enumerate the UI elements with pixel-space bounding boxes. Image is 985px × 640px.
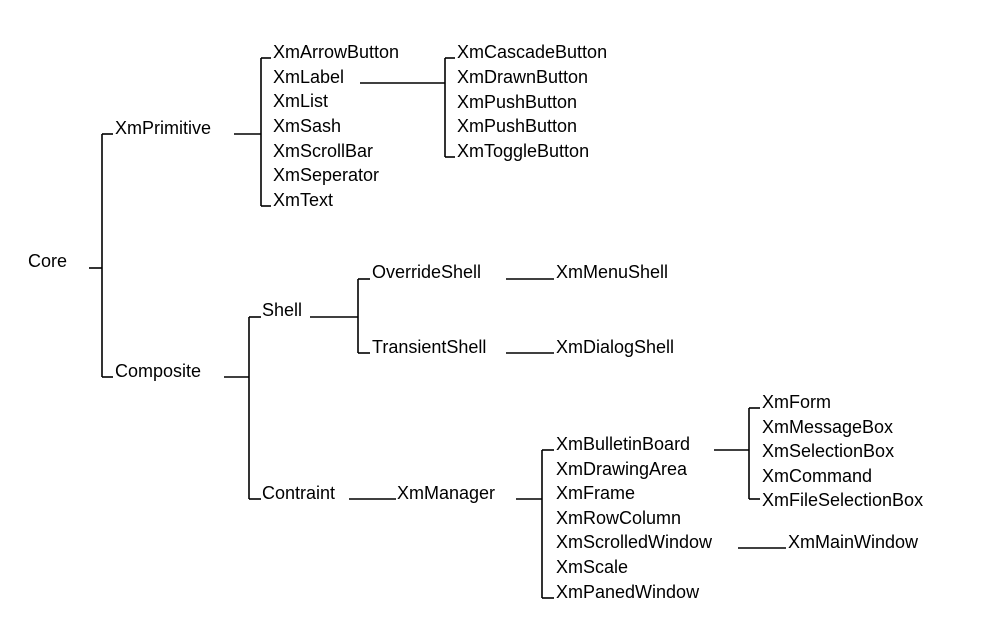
node-xm-bulletin-board: XmBulletinBoard xyxy=(556,434,691,455)
node-xm-message-box: XmMessageBox xyxy=(762,417,894,438)
node-xm-form: XmForm xyxy=(762,392,831,413)
node-override-shell: OverrideShell xyxy=(372,262,482,283)
node-xm-scale: XmScale xyxy=(556,557,629,578)
node-xm-text: XmText xyxy=(273,190,334,211)
node-xm-primitive: XmPrimitive xyxy=(115,118,212,139)
node-xm-row-column: XmRowColumn xyxy=(556,508,682,529)
node-xm-drawing-area: XmDrawingArea xyxy=(556,459,688,480)
node-xm-list: XmList xyxy=(273,91,329,112)
node-contraint: Contraint xyxy=(262,483,336,504)
node-xm-sash: XmSash xyxy=(273,116,342,137)
node-xm-selection-box: XmSelectionBox xyxy=(762,441,895,462)
node-xm-push-button: XmPushButton xyxy=(457,92,578,113)
node-xm-seperator: XmSeperator xyxy=(273,165,380,186)
node-xm-cascade-button: XmCascadeButton xyxy=(457,42,608,63)
node-xm-toggle-button: XmToggleButton xyxy=(457,141,590,162)
node-xm-main-window: XmMainWindow xyxy=(788,532,919,553)
node-shell: Shell xyxy=(262,300,303,321)
node-xm-dialog-shell: XmDialogShell xyxy=(556,337,675,358)
node-xm-label: XmLabel xyxy=(273,67,345,88)
node-xm-file-selection-box: XmFileSelectionBox xyxy=(762,490,924,511)
node-core: Core xyxy=(28,251,68,272)
node-xm-menu-shell: XmMenuShell xyxy=(556,262,669,283)
node-xm-manager: XmManager xyxy=(397,483,496,504)
node-transient-shell: TransientShell xyxy=(372,337,487,358)
node-xm-push-button: XmPushButton xyxy=(457,116,578,137)
node-xm-paned-window: XmPanedWindow xyxy=(556,582,700,603)
node-xm-arrow-button: XmArrowButton xyxy=(273,42,400,63)
node-xm-frame: XmFrame xyxy=(556,483,636,504)
node-xm-drawn-button: XmDrawnButton xyxy=(457,67,589,88)
node-xm-scrolled-window: XmScrolledWindow xyxy=(556,532,713,553)
node-composite: Composite xyxy=(115,361,202,382)
node-xm-scroll-bar: XmScrollBar xyxy=(273,141,374,162)
node-xm-command: XmCommand xyxy=(762,466,873,487)
